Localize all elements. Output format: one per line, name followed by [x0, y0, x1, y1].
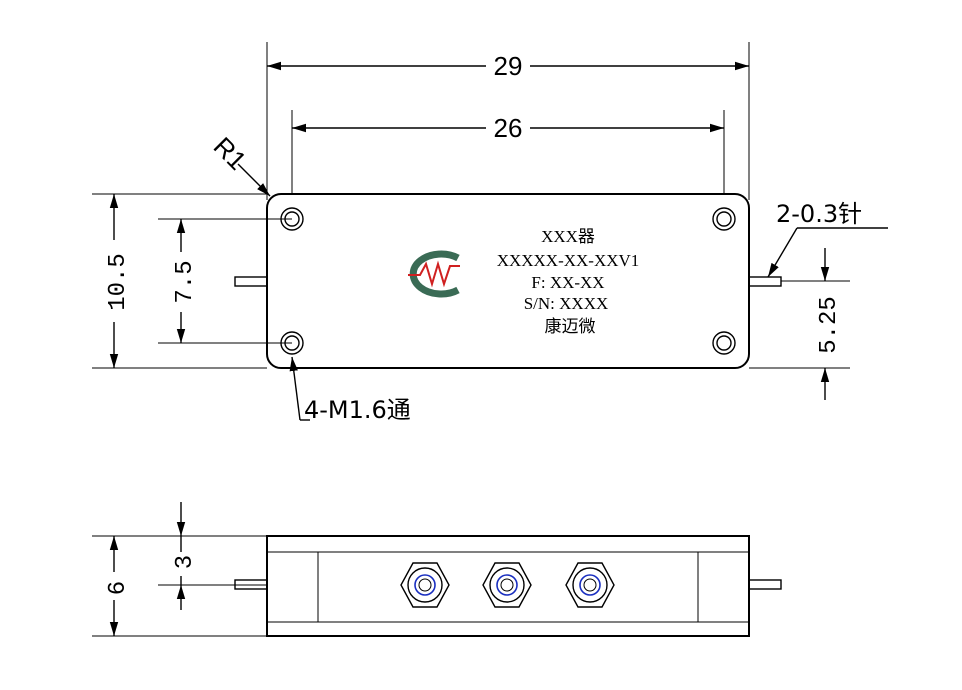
pin-callout: 2-0.3针	[767, 200, 888, 278]
nameplate-line1: XXX器	[541, 227, 595, 246]
connector	[400, 562, 450, 608]
dim-hole-vertical-spacing: 7.5	[172, 219, 199, 343]
connector	[482, 562, 532, 608]
left-pin	[234, 276, 268, 287]
dim-pin-offset: 5.25	[749, 248, 850, 400]
corner-radius-callout: R1	[208, 131, 271, 197]
nameplate-line5: 康迈微	[545, 317, 596, 336]
pin-callout-label: 2-0.3针	[776, 200, 862, 228]
top-view: 29 26 R1	[92, 42, 888, 424]
dim-26-label: 26	[494, 113, 523, 143]
dim-side-pin-height: 3	[172, 502, 199, 610]
side-right-pin	[748, 579, 782, 590]
right-pin	[748, 276, 782, 287]
logo-wave-icon	[408, 260, 460, 288]
connector	[565, 562, 615, 608]
mounting-hole-inner	[716, 335, 732, 351]
hole-callout-label: 4-M1.6通	[304, 396, 411, 424]
nameplate-line3: F: XX-XX	[531, 273, 604, 292]
dim-3-label: 3	[172, 555, 199, 569]
dim-10-5-label: 10.5	[105, 253, 132, 311]
module-body-side	[266, 535, 750, 637]
nameplate-line2: XXXXX-XX-XXV1	[497, 251, 640, 270]
side-view: 6 3	[92, 502, 782, 637]
dim-7-5-label: 7.5	[172, 260, 199, 303]
dim-overall-width: 29	[267, 51, 749, 81]
dim-side-height: 6	[105, 536, 132, 636]
connectors	[400, 562, 615, 608]
dim-6-label: 6	[105, 581, 132, 595]
mounting-hole-inner	[716, 211, 732, 227]
mounting-hole	[712, 331, 736, 355]
dim-29-label: 29	[494, 51, 523, 81]
company-logo	[408, 250, 460, 298]
mounting-hole	[712, 207, 736, 231]
dim-hole-spacing: 26	[292, 113, 724, 143]
dim-5-25-label: 5.25	[816, 296, 843, 354]
corner-radius-label: R1	[208, 131, 253, 176]
nameplate: XXX器 XXXXX-XX-XXV1 F: XX-XX S/N: XXXX 康迈…	[497, 227, 640, 336]
hole-callout: 4-M1.6通	[289, 356, 411, 424]
nameplate-line4: S/N: XXXX	[524, 294, 609, 313]
module-body-top	[266, 193, 750, 369]
dim-overall-height: 10.5	[105, 194, 132, 368]
